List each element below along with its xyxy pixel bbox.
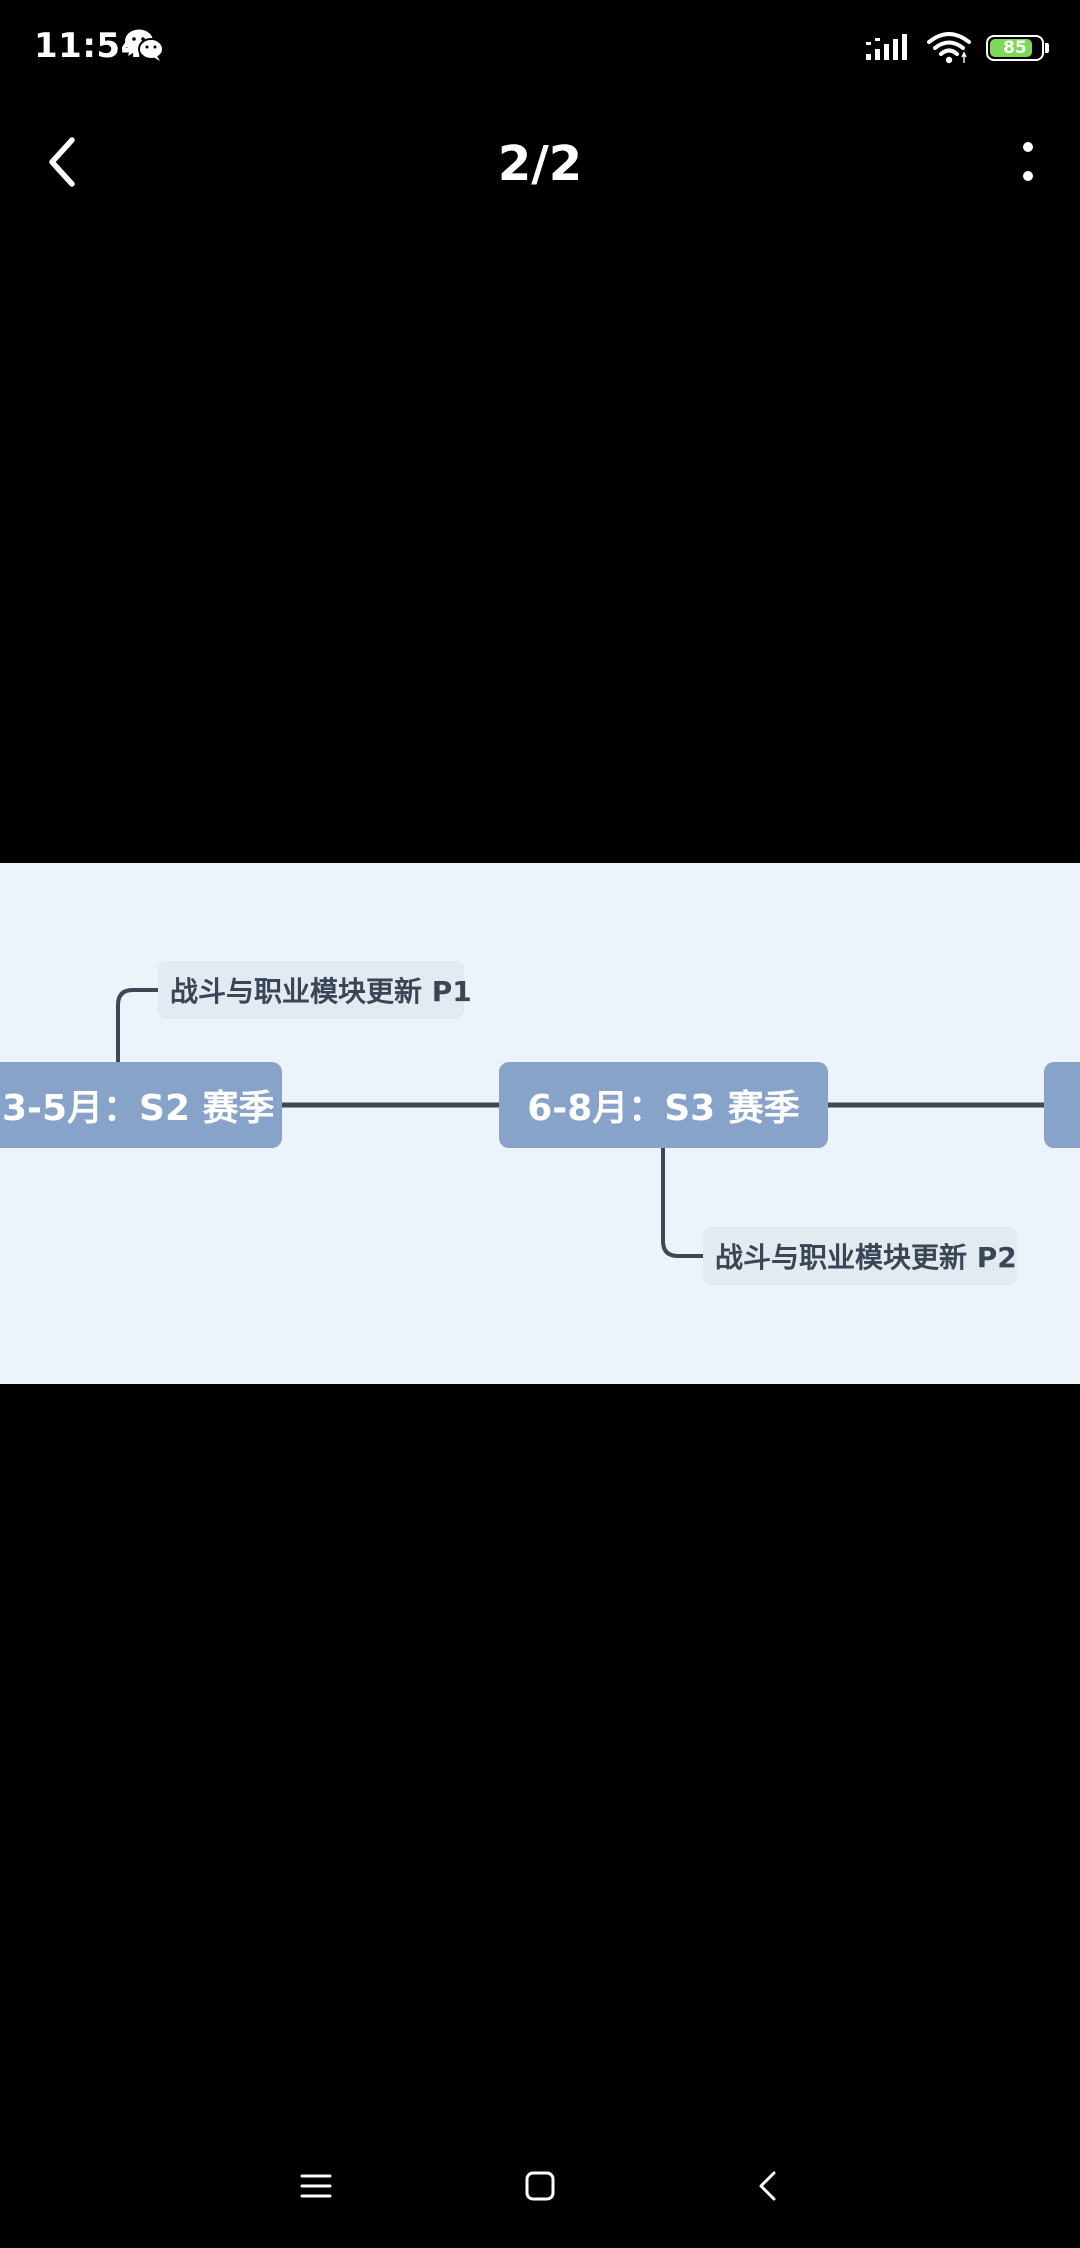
season-node-next: [1044, 1062, 1080, 1148]
status-icons: 85: [866, 30, 1049, 66]
battery-icon: 85: [986, 35, 1049, 61]
more-vertical-icon: [1023, 142, 1033, 181]
season-node-s2: 3-5月：S2 赛季: [0, 1062, 282, 1148]
image-viewer[interactable]: 战斗与职业模块更新 P1 3-5月：S2 赛季 6-8月：S3 赛季 战斗与职业…: [0, 863, 1080, 1384]
navigation-bar: [0, 2140, 1080, 2230]
branch-line-p1: [116, 988, 158, 1062]
update-node-p1: 战斗与职业模块更新 P1: [158, 961, 472, 1019]
home-button[interactable]: [510, 2156, 570, 2216]
more-button[interactable]: [996, 130, 1060, 194]
season-node-s3: 6-8月：S3 赛季: [499, 1062, 828, 1148]
wechat-icon: [125, 29, 164, 61]
update-node-p2: 战斗与职业模块更新 P2: [703, 1227, 1017, 1285]
status-bar: 11:54 85: [0, 0, 1080, 96]
menu-icon: [300, 2174, 332, 2198]
app-bar: 2/2: [0, 110, 1080, 220]
status-time: 11:54: [34, 26, 145, 66]
back-arrow-icon: [49, 137, 75, 187]
home-square-icon: [525, 2171, 555, 2201]
recent-apps-button[interactable]: [286, 2156, 346, 2216]
back-button[interactable]: [30, 130, 94, 194]
battery-level: 85: [1003, 38, 1027, 58]
page-counter: 2/2: [497, 136, 583, 192]
battery-fill: [990, 39, 1032, 57]
system-back-button[interactable]: [738, 2156, 798, 2216]
wifi-icon: [927, 32, 971, 64]
branch-line-p2: [661, 1148, 703, 1258]
back-chevron-icon: [759, 2171, 776, 2201]
timeline-connectors: [116, 988, 1044, 1258]
signal-icon: [866, 34, 907, 60]
